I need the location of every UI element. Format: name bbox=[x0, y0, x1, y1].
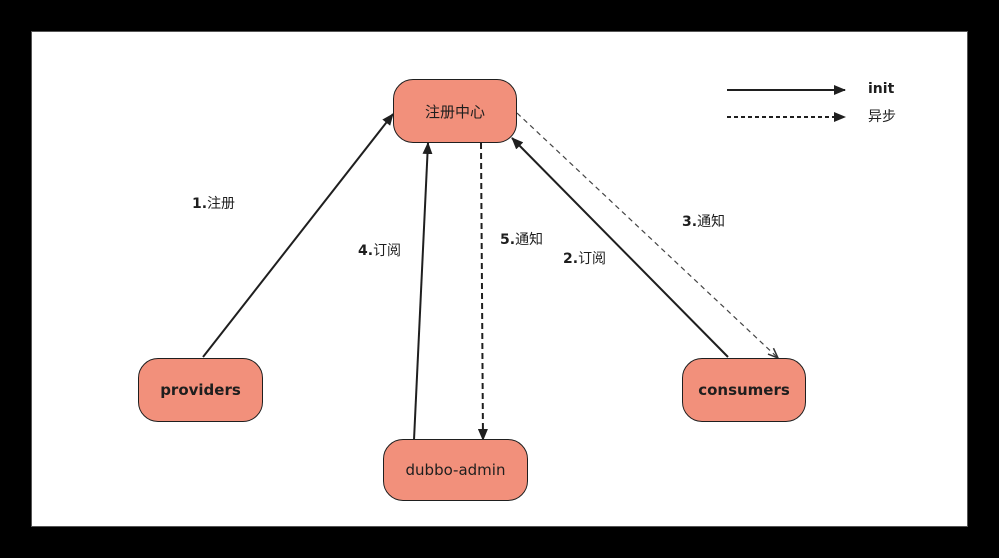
edge-label-consumer-subscribe-text: 订阅 bbox=[578, 251, 607, 267]
edge-registry-notify-consumers bbox=[516, 112, 778, 358]
edge-consumers-subscribe bbox=[511, 137, 729, 358]
legend-dashed-label: 异步 bbox=[868, 109, 896, 125]
edge-providers-register bbox=[202, 113, 394, 358]
edge-label-register-number: 1. bbox=[192, 196, 208, 212]
edge-label-consumer-notify-number: 3. bbox=[682, 214, 698, 230]
node-registry-label: 注册中心 bbox=[424, 102, 485, 121]
edge-label-admin-subscribe: 4.订阅 bbox=[358, 240, 401, 260]
node-providers-label: providers bbox=[160, 381, 241, 399]
legend-solid-label: init bbox=[868, 81, 895, 97]
edge-label-register: 1.注册 bbox=[192, 193, 235, 213]
edge-registry-notify-admin bbox=[477, 142, 488, 441]
edge-label-consumer-subscribe-number: 2. bbox=[563, 251, 579, 267]
node-consumers: consumers bbox=[682, 358, 806, 422]
edge-label-admin-notify-text: 通知 bbox=[515, 232, 544, 248]
edge-label-consumer-notify: 3.通知 bbox=[682, 211, 725, 231]
edge-label-admin-subscribe-number: 4. bbox=[358, 243, 374, 259]
node-dubbo-admin-label: dubbo-admin bbox=[405, 461, 506, 479]
node-consumers-label: consumers bbox=[698, 381, 790, 399]
edge-admin-subscribe bbox=[413, 142, 433, 441]
node-dubbo-admin: dubbo-admin bbox=[383, 439, 528, 501]
edge-label-admin-subscribe-text: 订阅 bbox=[373, 243, 402, 259]
edge-label-admin-notify: 5.通知 bbox=[500, 229, 543, 249]
edge-label-consumer-notify-text: 通知 bbox=[697, 214, 726, 230]
node-providers: providers bbox=[138, 358, 263, 422]
edge-label-admin-notify-number: 5. bbox=[500, 232, 516, 248]
node-registry: 注册中心 bbox=[393, 79, 517, 143]
edge-label-consumer-subscribe: 2.订阅 bbox=[563, 248, 606, 268]
edge-label-register-text: 注册 bbox=[207, 196, 236, 212]
